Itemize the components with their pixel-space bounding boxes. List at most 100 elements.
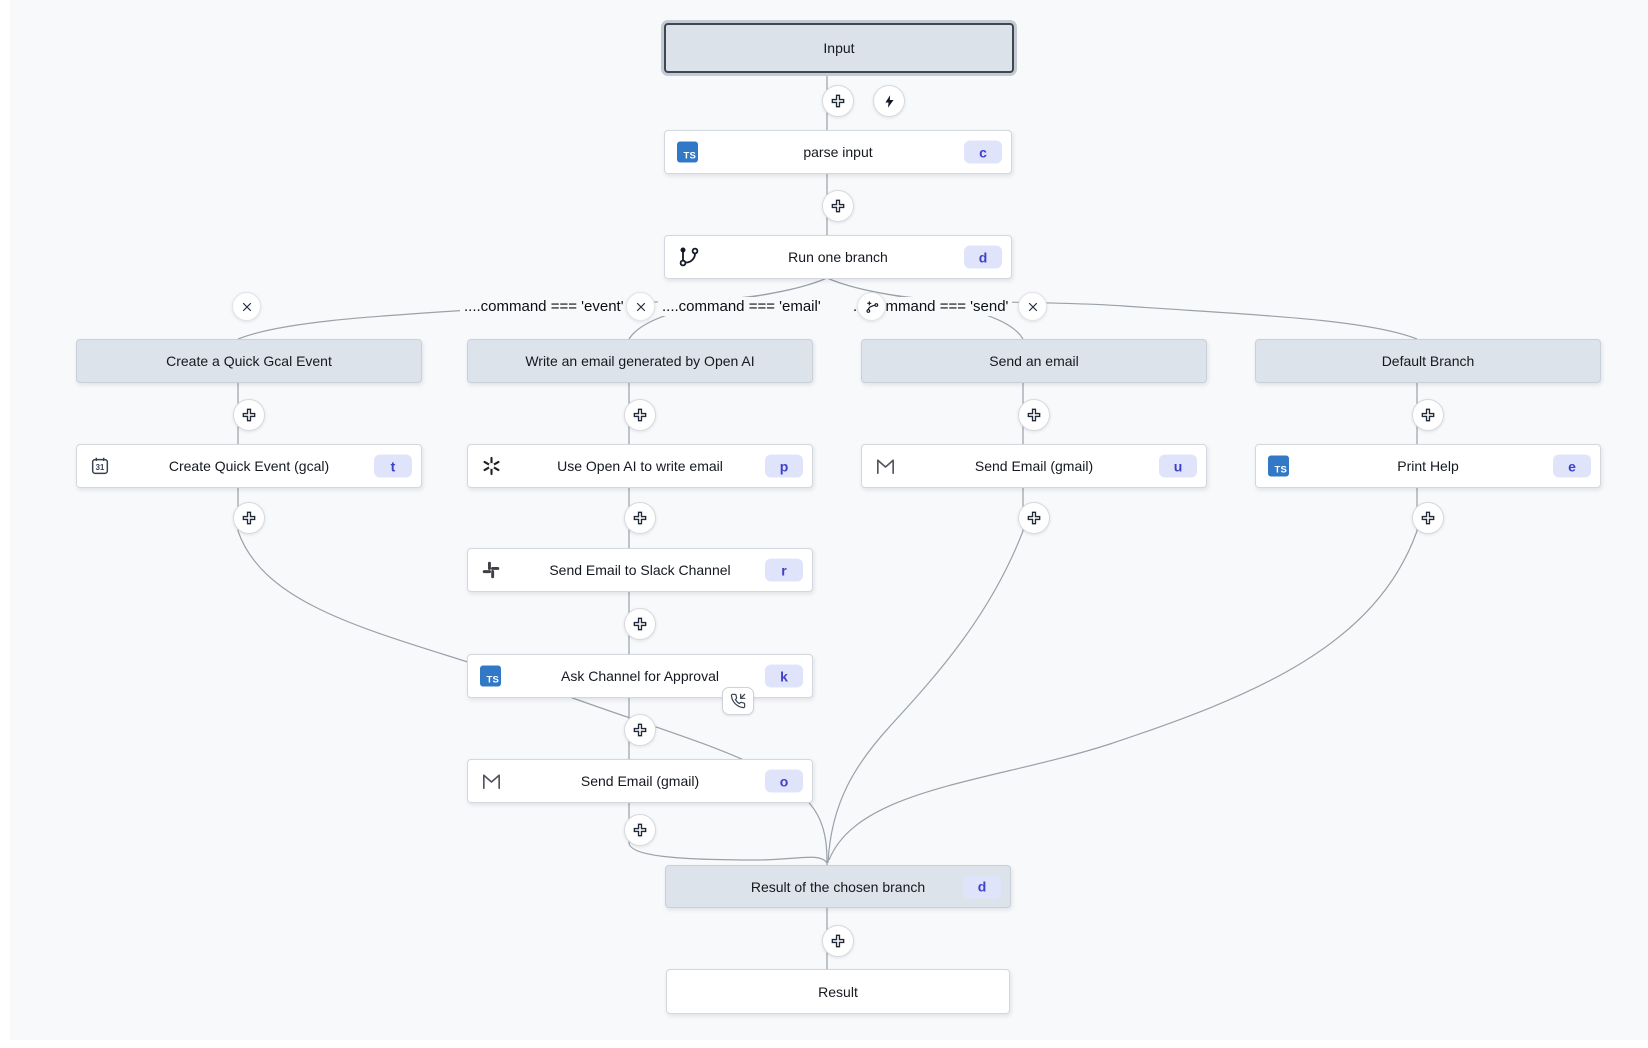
step-label: Send Email to Slack Channel [549, 562, 731, 578]
svg-text:31: 31 [96, 463, 105, 472]
step-id-badge: k [765, 664, 803, 688]
branch-header[interactable]: Create a Quick Gcal Event [76, 339, 422, 383]
close-icon [1028, 302, 1037, 311]
step-label: Ask Channel for Approval [561, 668, 719, 684]
merge-node-label: Result of the chosen branch [750, 878, 926, 895]
step-id-badge: t [374, 454, 412, 478]
step-id-badge: o [765, 769, 803, 793]
step-node-create-quick-event[interactable]: 31 Create Quick Event (gcal) t [76, 444, 422, 488]
git-branch-icon [677, 245, 701, 269]
insert-step-button[interactable] [1412, 502, 1444, 534]
step-node-parse-input[interactable]: TS parse input c [664, 130, 1012, 174]
plus-icon [633, 408, 647, 422]
suspend-approval-badge [722, 687, 754, 715]
edge-branch2-merge [628, 842, 828, 864]
window-edge-left [0, 0, 10, 1048]
branch-header[interactable]: Send an email [861, 339, 1207, 383]
insert-step-button[interactable] [624, 608, 656, 640]
result-node[interactable]: Result [666, 969, 1010, 1014]
insert-step-button[interactable] [822, 190, 854, 222]
step-label: Send Email (gmail) [974, 458, 1094, 474]
plus-icon [1421, 511, 1435, 525]
step-label: parse input [803, 144, 873, 160]
plus-icon [831, 199, 845, 213]
remove-branch-button[interactable] [232, 292, 261, 321]
insert-step-button[interactable] [624, 814, 656, 846]
branch-header-label: Send an email [989, 353, 1079, 369]
step-label: Use Open AI to write email [557, 458, 723, 474]
step-node-send-email-gmail[interactable]: Send Email (gmail) u [861, 444, 1207, 488]
step-id-badge: p [765, 454, 803, 478]
step-node-print-help[interactable]: TS Print Help e [1255, 444, 1601, 488]
remove-branch-button[interactable] [1018, 292, 1047, 321]
insert-step-button[interactable] [233, 502, 265, 534]
step-id-badge: d [964, 245, 1002, 269]
step-id-badge: u [1159, 454, 1197, 478]
edge-branch4-merge [828, 530, 1418, 861]
plus-icon [1027, 511, 1041, 525]
plus-icon [1421, 408, 1435, 422]
step-id-badge: d [963, 875, 1001, 898]
insert-step-button[interactable] [822, 85, 854, 117]
typescript-icon: TS [480, 665, 501, 687]
step-id-badge: c [964, 140, 1002, 164]
insert-step-button[interactable] [624, 714, 656, 746]
step-id-badge: r [765, 558, 803, 582]
step-node-send-email-slack[interactable]: Send Email to Slack Channel r [467, 548, 813, 592]
typescript-icon: TS [677, 141, 698, 163]
openai-icon [480, 455, 503, 478]
plus-icon [831, 94, 845, 108]
step-label: Create Quick Event (gcal) [168, 458, 330, 474]
step-node-ask-channel-approval[interactable]: TS Ask Channel for Approval k [467, 654, 813, 698]
input-node-label: Input [823, 40, 855, 56]
insert-step-button[interactable] [822, 925, 854, 957]
gmail-icon [480, 770, 503, 793]
step-label: Run one branch [788, 249, 888, 265]
insert-step-button[interactable] [624, 502, 656, 534]
branch-header[interactable]: Write an email generated by Open AI [467, 339, 813, 383]
step-id-badge: e [1553, 454, 1591, 478]
trigger-button[interactable] [873, 85, 905, 117]
slack-icon [480, 559, 502, 581]
add-branch-button[interactable] [857, 292, 886, 321]
input-node[interactable]: Input [664, 23, 1014, 73]
step-node-openai-write-email[interactable]: Use Open AI to write email p [467, 444, 813, 488]
plus-icon [633, 617, 647, 631]
calendar-icon: 31 [89, 455, 111, 477]
insert-step-button[interactable] [1018, 502, 1050, 534]
insert-step-button[interactable] [1018, 399, 1050, 431]
close-icon [242, 302, 251, 311]
branch-header-label: Write an email generated by Open AI [525, 353, 755, 369]
plus-icon [242, 511, 256, 525]
insert-step-button[interactable] [1412, 399, 1444, 431]
merge-node-result-of-branch[interactable]: Result of the chosen branch d [665, 865, 1011, 908]
branch-condition-label: ....command === 'send' [849, 297, 1013, 316]
window-edge-bottom [0, 1040, 1648, 1048]
insert-step-button[interactable] [233, 399, 265, 431]
plus-icon [1027, 408, 1041, 422]
plus-icon [633, 511, 647, 525]
insert-step-button[interactable] [624, 399, 656, 431]
close-icon [636, 302, 645, 311]
typescript-icon: TS [1268, 455, 1289, 477]
plus-icon [633, 723, 647, 737]
remove-branch-button[interactable] [626, 292, 655, 321]
phone-incoming-icon [730, 693, 746, 709]
plus-icon [831, 934, 845, 948]
result-node-label: Result [818, 983, 858, 1000]
branch-header[interactable]: Default Branch [1255, 339, 1601, 383]
branch-condition-label: ....command === 'event' [460, 297, 628, 316]
branch-header-label: Create a Quick Gcal Event [166, 353, 332, 369]
plus-icon [242, 408, 256, 422]
step-node-send-email-gmail-2[interactable]: Send Email (gmail) o [467, 759, 813, 803]
lightning-icon [884, 94, 894, 108]
edge-branch1-merge [237, 530, 828, 864]
gmail-icon [874, 455, 897, 478]
step-node-run-one-branch[interactable]: Run one branch d [664, 235, 1012, 279]
branch-condition-label: ....command === 'email' [658, 297, 825, 316]
branch-header-label: Default Branch [1381, 353, 1475, 369]
branch-plus-icon [865, 300, 878, 313]
step-label: Send Email (gmail) [580, 773, 700, 789]
